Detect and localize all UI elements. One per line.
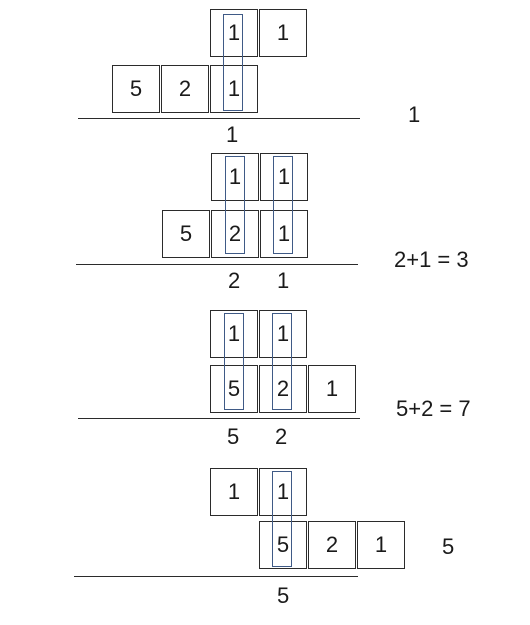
step-sum-label: 1: [408, 102, 421, 127]
kernel-cell: 1: [259, 310, 307, 358]
result-digit: 2: [228, 268, 241, 293]
signal-cell: 2: [259, 365, 307, 413]
kernel-cell: 1: [210, 310, 258, 358]
overlap-highlight: [272, 313, 292, 410]
signal-cell: 1: [308, 365, 356, 413]
overlap-highlight: [272, 471, 292, 567]
kernel-cell: 1: [211, 153, 259, 201]
overlap-highlight: [223, 14, 243, 111]
result-digit: 2: [275, 424, 288, 449]
step-sum-label: 5+2 = 7: [396, 396, 471, 421]
signal-cell: 5: [259, 521, 307, 569]
signal-cell: 2: [308, 521, 356, 569]
signal-cell: 5: [112, 65, 160, 113]
result-digit: 5: [227, 424, 240, 449]
signal-cell: 1: [210, 65, 258, 113]
step-sum-label: 2+1 = 3: [394, 247, 469, 272]
overlap-highlight: [273, 156, 293, 254]
sum-line: [76, 264, 358, 265]
sum-line: [78, 418, 360, 419]
overlap-highlight: [225, 156, 245, 254]
result-digit: 1: [277, 268, 290, 293]
signal-cell: 5: [162, 210, 210, 258]
kernel-cell: 1: [260, 153, 308, 201]
kernel-cell: 1: [210, 468, 258, 516]
signal-cell: 5: [210, 365, 258, 413]
kernel-cell: 1: [259, 468, 307, 516]
signal-cell: 2: [161, 65, 209, 113]
signal-cell: 1: [357, 521, 405, 569]
signal-cell: 1: [260, 210, 308, 258]
sum-line: [74, 576, 358, 577]
result-digit: 5: [277, 583, 290, 608]
kernel-cell: 1: [210, 9, 258, 57]
overlap-highlight: [224, 313, 244, 410]
signal-cell: 2: [211, 210, 259, 258]
step-sum-label: 5: [442, 534, 455, 559]
sum-line: [78, 118, 360, 119]
result-digit: 1: [226, 122, 239, 147]
kernel-cell: 1: [259, 9, 307, 57]
